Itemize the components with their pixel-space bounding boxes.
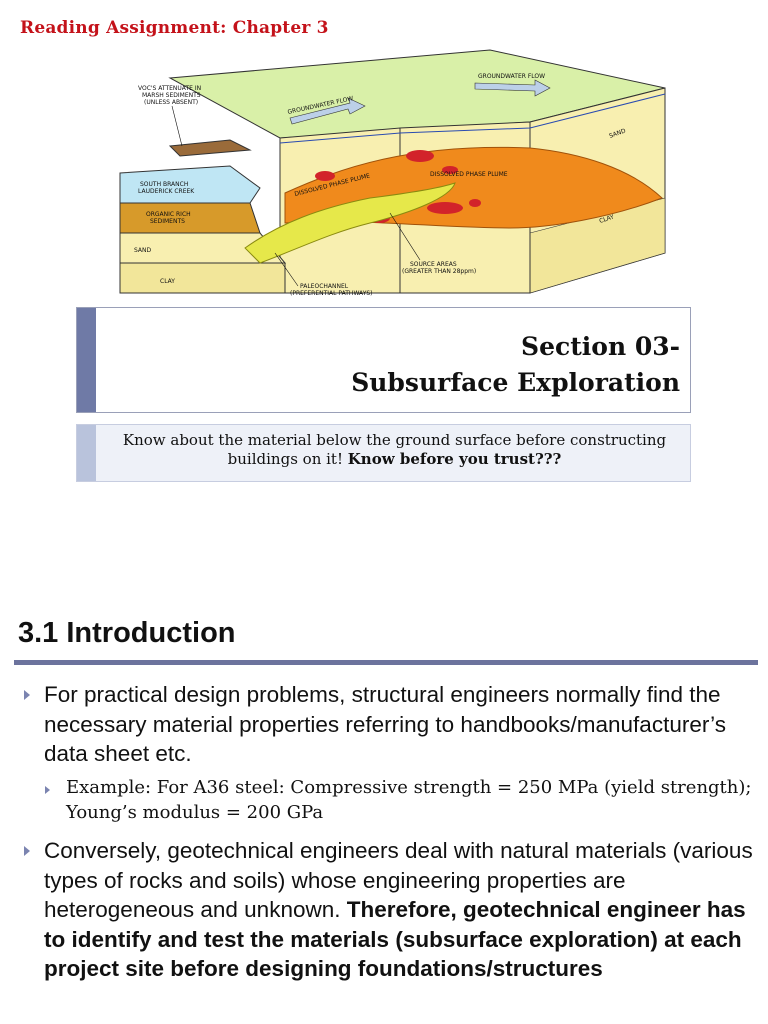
tagline-emphasis: Know before you trust??? xyxy=(347,450,562,468)
sub-bullet-arrow-icon xyxy=(45,786,50,794)
source-blob xyxy=(469,199,481,207)
leader-line xyxy=(274,252,299,287)
reading-assignment-heading: Reading Assignment: Chapter 3 xyxy=(20,18,329,38)
label-organic-1: ORGANIC RICH xyxy=(146,211,191,218)
bullet-arrow-icon xyxy=(24,690,30,700)
section-band-accent xyxy=(77,308,96,412)
leader-line xyxy=(389,212,421,261)
label-sand-left: SAND xyxy=(134,247,152,254)
label-source-2: (GREATER THAN 28ppm) xyxy=(402,268,476,275)
label-clay-right: CLAY xyxy=(598,214,615,225)
flow-arrow-left xyxy=(289,97,366,125)
bullet-geotechnical-text: Conversely, geotechnical engineers deal … xyxy=(44,838,753,922)
subsurface-diagram: VOC'S ATTENUATE IN MARSH SEDIMENTS (UNLE… xyxy=(119,49,666,297)
label-plume-right: DISSOLVED PHASE PLUME xyxy=(430,171,508,178)
bullet-geotechnical-emphasis: Therefore, geotechnical engineer has to … xyxy=(44,897,746,981)
tagline: Know about the material below the ground… xyxy=(107,431,682,469)
label-creek-2: LAUDERICK CREEK xyxy=(138,188,195,195)
flow-arrow-right xyxy=(474,79,551,97)
tagline-band: Know about the material below the ground… xyxy=(76,424,691,482)
leader-line xyxy=(171,105,183,147)
bullet-arrow-icon xyxy=(24,846,30,856)
label-source-1: SOURCE AREAS xyxy=(410,261,457,268)
label-paleochannel-2: (PREFERENTIAL PATHWAYS) xyxy=(290,290,373,297)
sub-bullet-example: Example: For A36 steel: Compressive stre… xyxy=(66,777,752,823)
intro-heading: 3.1 Introduction xyxy=(18,617,236,649)
section-title: Subsurface Exploration xyxy=(351,368,680,397)
label-clay-left: CLAY xyxy=(160,278,175,285)
section-number: Section 03- xyxy=(521,332,680,361)
tagline-text: Know about the material below the ground… xyxy=(122,431,667,468)
label-vocs-3: (UNLESS ABSENT) xyxy=(144,99,198,106)
paleochannel xyxy=(244,182,456,264)
label-groundwater-right: GROUNDWATER FLOW xyxy=(478,73,545,80)
organic-layer xyxy=(119,202,261,234)
tagline-band-accent xyxy=(77,425,96,481)
label-paleochannel-1: PALEOCHANNEL xyxy=(300,283,349,290)
label-creek-1: SOUTH BRANCH xyxy=(140,181,188,188)
source-blob xyxy=(427,202,463,214)
heading-rule xyxy=(14,660,758,665)
bullet-geotechnical: Conversely, geotechnical engineers deal … xyxy=(44,836,759,984)
bullet-structural: For practical design problems, structura… xyxy=(44,682,727,766)
marsh-sediments xyxy=(168,139,252,157)
label-organic-2: SEDIMENTS xyxy=(150,218,185,225)
section-title-band: Section 03- Subsurface Exploration xyxy=(76,307,691,413)
label-vocs-2: MARSH SEDIMENTS xyxy=(142,92,201,99)
source-blob xyxy=(442,166,458,174)
clay-layer-left xyxy=(119,262,286,294)
creek-layer xyxy=(119,165,261,204)
source-blob xyxy=(406,150,434,162)
water-table-line xyxy=(279,93,666,144)
source-blob xyxy=(315,171,335,181)
label-vocs-1: VOC'S ATTENUATE IN xyxy=(138,85,201,92)
